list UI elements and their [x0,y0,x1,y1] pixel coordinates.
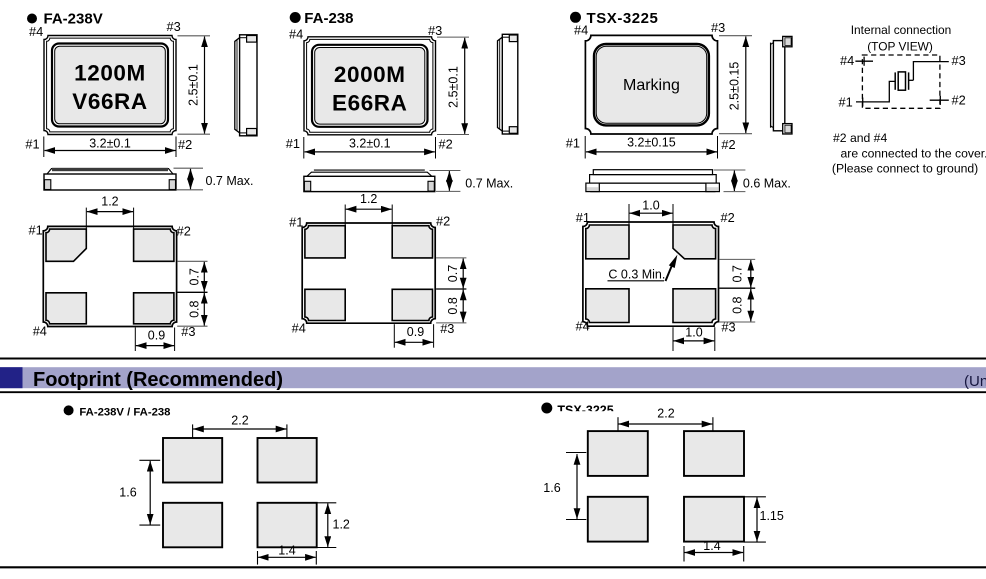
svg-text:#1: #1 [286,136,300,151]
svg-text:#3: #3 [721,320,735,335]
svg-text:#4: #4 [33,324,47,339]
svg-text:#4: #4 [840,53,854,68]
svg-text:3.2±0.15: 3.2±0.15 [627,136,676,150]
svg-text:FA-238: FA-238 [304,10,353,27]
svg-text:V66RA: V66RA [72,89,148,114]
svg-text:#3: #3 [952,53,966,68]
svg-text:#4: #4 [574,23,588,38]
svg-text:C 0.3 Min.: C 0.3 Min. [608,268,665,282]
svg-text:#3: #3 [711,20,725,35]
svg-text:0.6 Max.: 0.6 Max. [743,177,791,191]
svg-text:2.5±0.1: 2.5±0.1 [186,64,200,106]
svg-text:Marking: Marking [623,77,680,94]
svg-text:1200M: 1200M [74,61,146,86]
svg-text:FA-238V / FA-238: FA-238V / FA-238 [79,406,170,418]
svg-text:1.2: 1.2 [333,517,350,531]
svg-text:#1: #1 [576,210,590,225]
svg-text:#1: #1 [839,94,853,109]
svg-text:1.2: 1.2 [360,192,377,206]
svg-text:#3: #3 [440,321,454,336]
svg-text:2000M: 2000M [334,62,406,87]
svg-text:1.0: 1.0 [642,199,659,213]
svg-text:1.6: 1.6 [543,481,560,495]
svg-text:1.6: 1.6 [119,485,136,499]
svg-text:#2 and #4: #2 and #4 [833,131,887,145]
svg-text:(Unit: mm): (Unit: mm) [964,373,986,390]
svg-text:#4: #4 [29,24,43,39]
svg-text:1.4: 1.4 [278,543,295,557]
svg-text:3.2±0.1: 3.2±0.1 [89,136,131,150]
svg-text:2.5±0.1: 2.5±0.1 [447,66,461,108]
svg-text:#2: #2 [721,210,735,225]
svg-text:#1: #1 [29,222,43,237]
svg-text:#4: #4 [289,27,303,42]
svg-text:1.15: 1.15 [760,509,784,523]
svg-text:0.7 Max.: 0.7 Max. [206,174,254,188]
svg-text:0.7: 0.7 [731,265,745,282]
svg-text:E66RA: E66RA [332,91,408,116]
svg-text:(Please connect to ground): (Please connect to ground) [832,161,978,175]
svg-text:2.2: 2.2 [657,406,674,420]
svg-text:1.0: 1.0 [685,325,702,339]
svg-text:(TOP VIEW): (TOP VIEW) [867,39,933,53]
svg-text:#2: #2 [721,137,735,152]
svg-text:0.9: 0.9 [148,328,165,342]
svg-text:#4: #4 [576,319,590,334]
svg-text:0.8: 0.8 [731,296,745,313]
svg-text:#2: #2 [436,214,450,229]
svg-text:#2: #2 [439,137,453,152]
svg-text:#2: #2 [178,137,192,152]
svg-text:#1: #1 [25,137,39,152]
svg-text:Internal connection: Internal connection [851,23,951,37]
svg-text:0.7: 0.7 [446,265,460,282]
svg-text:#3: #3 [167,19,181,34]
svg-text:#1: #1 [289,215,303,230]
svg-text:#2: #2 [952,93,966,108]
svg-text:FA-238V: FA-238V [44,11,103,28]
svg-text:0.8: 0.8 [446,297,460,314]
svg-text:#3: #3 [181,324,195,339]
svg-text:TSX-3225: TSX-3225 [587,10,659,27]
svg-text:#1: #1 [566,136,580,151]
svg-text:2.5±0.15: 2.5±0.15 [728,62,742,111]
svg-text:0.9: 0.9 [407,325,424,339]
svg-text:are connected to the cover.: are connected to the cover. [841,146,986,160]
svg-text:3.2±0.1: 3.2±0.1 [349,137,391,151]
svg-text:Footprint (Recommended): Footprint (Recommended) [33,369,283,391]
svg-text:#2: #2 [177,224,191,239]
svg-text:1.2: 1.2 [101,194,118,208]
svg-text:1.4: 1.4 [703,539,720,553]
svg-text:0.8: 0.8 [187,300,201,317]
svg-text:#3: #3 [428,23,442,38]
svg-text:0.7 Max.: 0.7 Max. [465,177,513,191]
svg-text:0.7: 0.7 [187,268,201,285]
svg-text:#4: #4 [292,320,306,335]
svg-text:2.2: 2.2 [231,413,248,427]
